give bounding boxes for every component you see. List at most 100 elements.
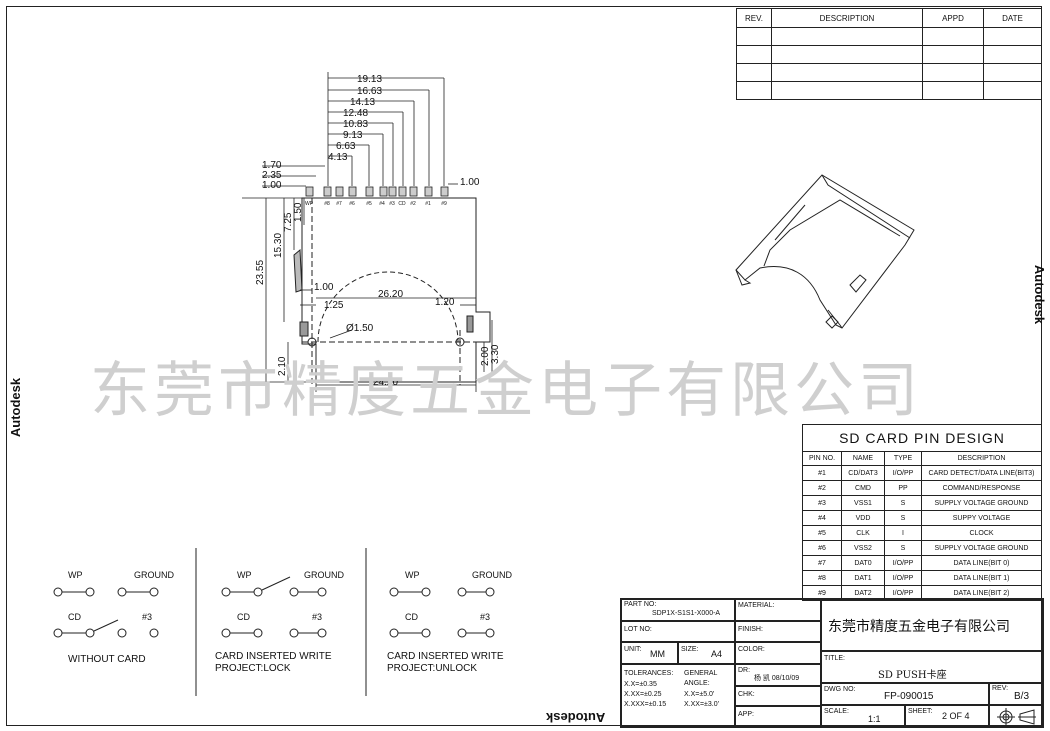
switch-label: GROUND [134,570,174,580]
company-name: 东莞市精度五金电子有限公司 [828,619,1010,635]
switch-caption: CARD INSERTED WRITE [387,651,504,662]
unit-value: MM [650,649,665,659]
dimension-label: 19.13 [357,74,382,85]
pin-description: COMMAND/RESPONSE [921,480,1042,496]
dimension-label: 1.70 [262,160,282,171]
pin-label: #9 [441,201,447,207]
autodesk-label: Autodesk [8,377,24,438]
pin-name: CMD [841,480,885,496]
dimension-label: 1.25 [324,300,344,311]
drawing-frame [6,6,1042,726]
chk-cell: CHK: [735,686,821,706]
pin-type: I/O/PP [884,465,922,481]
pin-label: #5 [366,201,372,207]
title-block: PART NO: SDP1X-S1S1-X000-A MATERIAL: LOT… [620,598,1044,728]
revision-row [736,63,1042,82]
card-arc [317,271,459,343]
pin-no-header: PIN NO. [802,451,842,466]
pin-number: #8 [802,570,842,586]
angle-label: ANGLE: [684,680,710,687]
unit-label: UNIT: [624,646,642,653]
pin-name: CD/DAT3 [841,465,885,481]
dimension-label: 2.00 [480,346,491,366]
pad [299,321,309,337]
pin-label: #7 [336,201,342,207]
pin-label: CD [398,201,406,207]
pad [466,315,474,333]
finish-cell: FINISH: [735,621,821,642]
switch-label: #3 [480,612,490,622]
lot-no-cell: LOT NO: [621,621,735,642]
pin-name: DAT0 [841,555,885,571]
switch-label: CD [405,612,418,622]
dimension-label: 9.13 [343,130,363,141]
dimension-label: 24.20 [373,377,398,388]
app-label: APP: [738,711,754,718]
pin-name: VDD [841,510,885,526]
dimension-label: 12.48 [343,108,368,119]
pin-label: #1 [425,201,431,207]
revision-row [736,81,1042,100]
dimension-label: 1.00 [460,177,480,188]
dimension-label: 2.35 [262,170,282,181]
pin-number: #7 [802,555,842,571]
isometric-view [735,174,915,329]
pin-row [305,186,449,197]
finish-label: FINISH: [738,626,763,633]
dimension-label: 1.00 [314,282,334,293]
pin-type: I/O/PP [884,555,922,571]
company-cell: 东莞市精度五金电子有限公司 [821,599,1043,651]
connector-outline [301,197,491,383]
pin-type: S [884,495,922,511]
dimension-label: 16.63 [357,86,382,97]
dwg-no-value: FP-090015 [884,691,934,702]
description-header: DESCRIPTION [921,451,1042,466]
chk-label: CHK: [738,691,755,698]
watermark: 东莞市精度五金电子有限公司 [90,356,922,426]
revision-table: REV. DESCRIPTION APPD DATE [736,8,1042,100]
angle-1: X.X=±5.0' [684,691,715,698]
dimension-label: 14.13 [350,97,375,108]
switch-label: #3 [142,612,152,622]
scale-label: SCALE: [824,708,849,715]
dr-label: DR: [738,667,751,674]
pin-name: CLK [841,525,885,541]
pin-type: I/O/PP [884,570,922,586]
autodesk-label: Autodesk [1032,264,1048,325]
angle-2: X.XX=±3.0' [684,701,719,708]
pin-description: SUPPLY VOLTAGE GROUND [921,540,1042,556]
pin-type: PP [884,480,922,496]
dimension-label: 1.50 [293,202,304,222]
sheet-label: SHEET: [908,708,933,715]
pin-description: SUPPLY VOLTAGE GROUND [921,495,1042,511]
locating-hole [455,337,465,347]
sheet-value: 2 OF 4 [942,711,970,721]
tolerances-label: TOLERANCES: [624,670,674,677]
pin-label: #2 [410,201,416,207]
dimension-lines [242,72,493,392]
dimension-label: 10.83 [343,119,368,130]
switch-label: GROUND [472,570,512,580]
dr-cell: DR: 杨 凯 08/10/09 [735,664,821,686]
pin-description: DATA LINE(BIT 2) [921,585,1042,601]
pin-label: #8 [324,201,330,207]
projection-cell [989,705,1043,727]
dwg-no-label: DWG NO: [824,686,856,693]
name-header: NAME [841,451,885,466]
size-cell: SIZE: A4 [678,642,735,664]
pin-number: #6 [802,540,842,556]
switch-caption: CARD INSERTED WRITE [215,651,332,662]
tolerance-3: X.XXX=±0.15 [624,701,667,708]
type-header: TYPE [884,451,922,466]
pin-description: DATA LINE(BIT 1) [921,570,1042,586]
material-label: MATERIAL: [738,602,775,609]
locating-hole [307,337,317,347]
tolerance-2: X.XX=±0.25 [624,691,662,698]
sheet-cell: SHEET: 2 OF 4 [905,705,989,727]
pin-number: #1 [802,465,842,481]
